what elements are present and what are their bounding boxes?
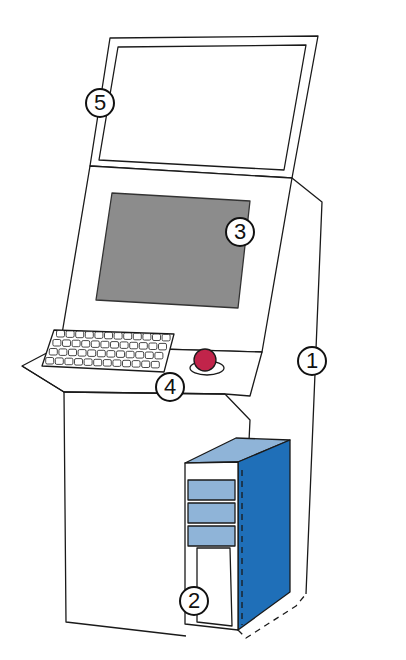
- hidden-edge: [238, 594, 306, 638]
- key: [114, 333, 122, 340]
- lower-body: [64, 392, 186, 636]
- upper-display-screen: [99, 45, 306, 170]
- callout-number: 3: [225, 217, 255, 247]
- keyboard: [42, 330, 174, 372]
- key: [94, 359, 102, 366]
- drive-bay: [188, 480, 235, 500]
- callout-number: 5: [85, 88, 115, 118]
- key: [65, 358, 73, 365]
- key: [101, 341, 109, 348]
- key: [124, 333, 132, 340]
- key: [95, 332, 103, 339]
- key: [123, 360, 131, 367]
- key: [72, 340, 80, 347]
- key: [130, 342, 138, 349]
- trackball: [194, 349, 216, 371]
- key: [66, 331, 74, 338]
- key: [153, 334, 161, 341]
- key: [113, 360, 121, 367]
- callout-number: 1: [297, 346, 327, 376]
- key: [133, 333, 141, 340]
- key: [159, 343, 167, 350]
- key: [155, 352, 163, 359]
- key: [107, 351, 115, 358]
- key: [132, 361, 140, 368]
- key: [55, 358, 63, 365]
- key: [88, 350, 96, 357]
- keyboard-keys: [46, 331, 170, 368]
- key: [63, 340, 71, 347]
- pc-door: [197, 548, 232, 626]
- key: [145, 352, 153, 359]
- cabinet-side: [292, 178, 322, 594]
- key: [49, 349, 57, 356]
- callout-number: 2: [179, 586, 209, 616]
- key: [76, 331, 84, 338]
- key: [105, 332, 113, 339]
- pc-side: [238, 440, 290, 630]
- key: [59, 349, 67, 356]
- monitor-screen: [96, 193, 250, 308]
- key: [82, 341, 90, 348]
- key: [97, 350, 105, 357]
- key: [78, 350, 86, 357]
- key: [53, 340, 61, 347]
- key: [91, 341, 99, 348]
- key: [162, 334, 170, 341]
- key: [85, 332, 93, 339]
- key: [84, 359, 92, 366]
- key: [149, 343, 157, 350]
- console-front: [60, 166, 292, 352]
- key: [57, 331, 65, 338]
- key: [151, 361, 159, 368]
- key: [136, 352, 144, 359]
- key: [75, 359, 83, 366]
- drive-bay: [188, 526, 235, 546]
- key: [46, 358, 54, 365]
- key: [69, 349, 77, 356]
- callout-number: 4: [155, 372, 185, 402]
- key: [139, 343, 147, 350]
- hidden-edge: [241, 470, 242, 625]
- key: [120, 342, 128, 349]
- key: [142, 361, 150, 368]
- key: [117, 351, 125, 358]
- key: [111, 342, 119, 349]
- key: [103, 360, 111, 367]
- upper-display: [90, 36, 318, 178]
- key: [126, 351, 134, 358]
- key: [143, 334, 151, 341]
- drive-bay: [188, 503, 235, 523]
